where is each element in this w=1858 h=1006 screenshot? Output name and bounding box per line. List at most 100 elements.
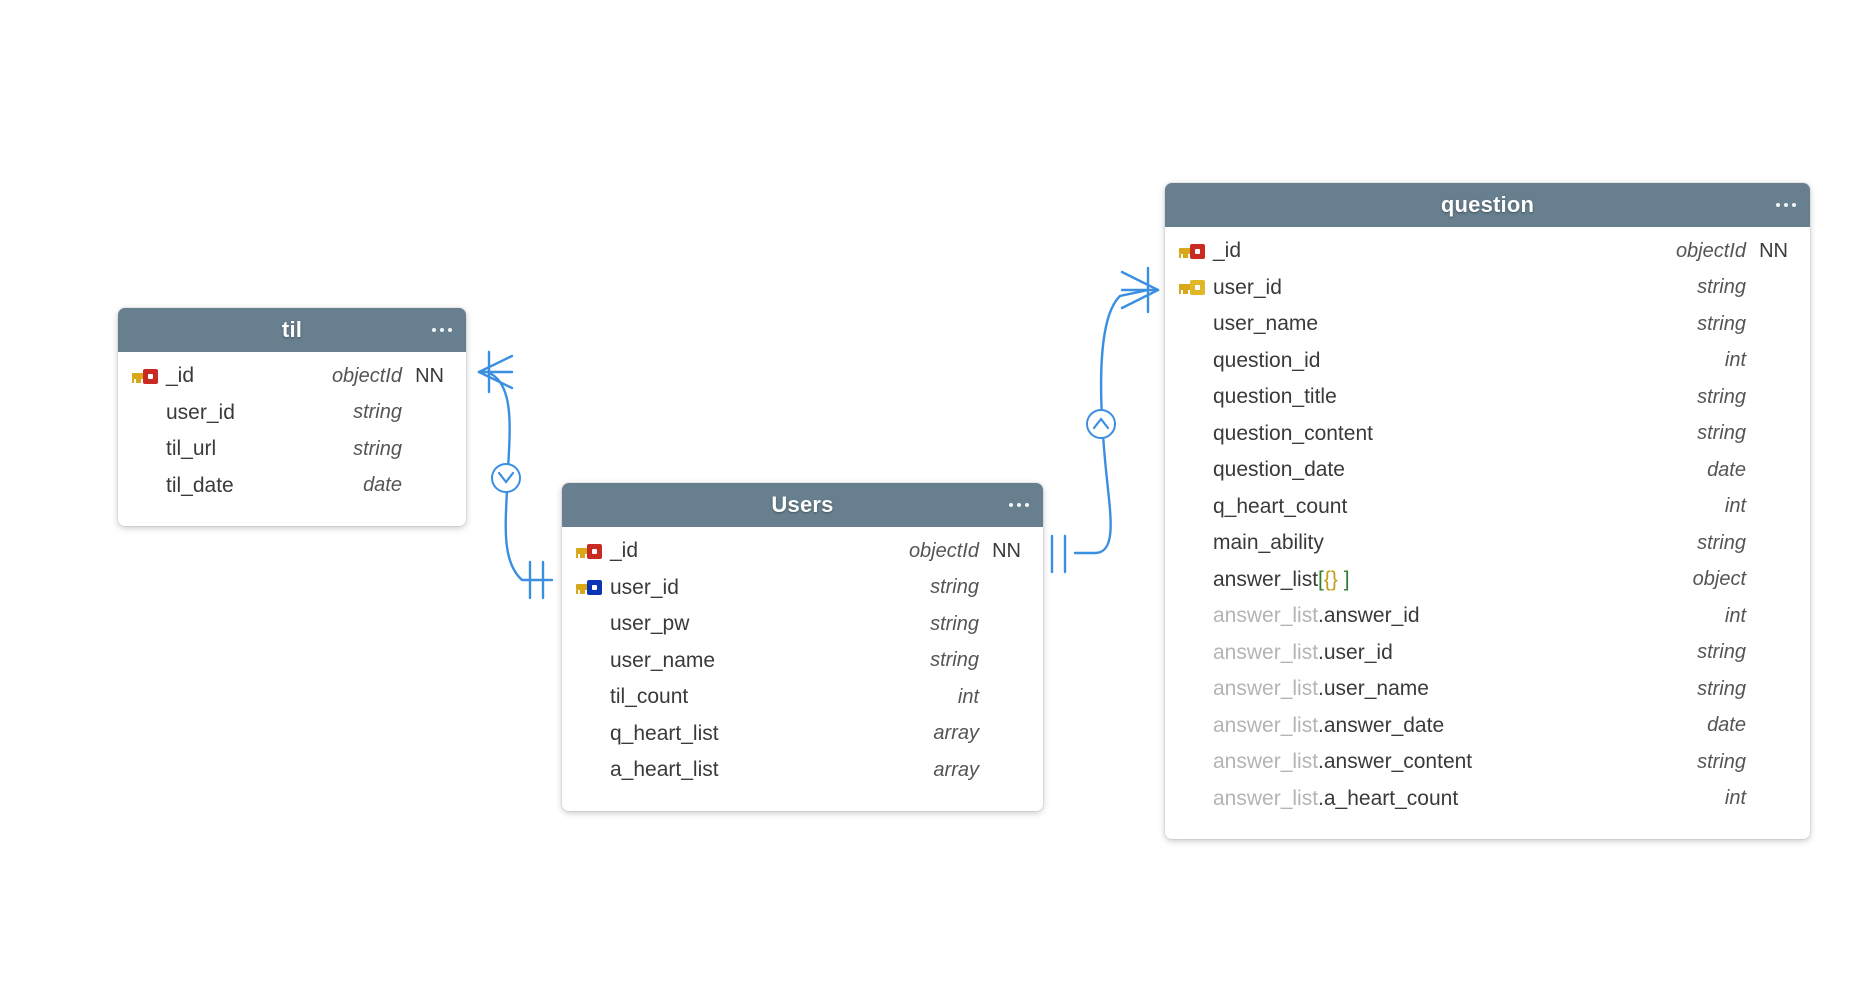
field-type: string — [930, 649, 979, 672]
field-name: answer_list.answer_content — [1213, 750, 1473, 774]
entity-body: _idobjectIdNNuser_idstringNNuser_pwstrin… — [562, 527, 1043, 811]
field-type: string — [1697, 422, 1746, 445]
entity-body: _idobjectIdNNuser_idstringNNtil_urlstrin… — [118, 352, 466, 526]
entity-field-row[interactable]: user_idstringNN — [118, 395, 466, 432]
key-slot — [1179, 243, 1213, 259]
overflow-menu-icon[interactable] — [1776, 203, 1796, 207]
field-type: int — [957, 685, 979, 708]
field-not-null: NN — [415, 364, 444, 387]
field-name: til_count — [610, 685, 689, 709]
field-name: user_id — [166, 400, 235, 424]
field-type: date — [1707, 714, 1746, 737]
field-name: q_heart_list — [610, 721, 719, 745]
entity-table-question[interactable]: question _id objectId NN user_idstringNNuser… — [1165, 183, 1810, 839]
field-name: _id — [166, 364, 195, 388]
entity-field-row[interactable]: _id objectId NN — [562, 533, 1043, 570]
field-name: answer_list.answer_date — [1213, 713, 1445, 737]
field-name: user_pw — [610, 612, 690, 636]
crowsfoot-question — [1120, 266, 1160, 314]
entity-field-row[interactable]: a_heart_listarrayNN — [562, 752, 1043, 789]
entity-field-row[interactable]: answer_list.user_idstringNN — [1165, 635, 1810, 672]
field-type: string — [1697, 531, 1746, 554]
overflow-menu-icon[interactable] — [432, 328, 452, 332]
entity-field-row[interactable]: answer_list.answer_contentstringNN — [1165, 744, 1810, 781]
field-type: int — [1724, 495, 1746, 518]
entity-header-users[interactable]: Users — [562, 483, 1043, 527]
field-type: string — [1697, 641, 1746, 664]
field-type: string — [1697, 750, 1746, 773]
entity-field-row[interactable]: user_namestringNN — [1165, 306, 1810, 343]
field-type: objectId — [1675, 239, 1746, 262]
entity-field-row[interactable]: user_idstringNN — [1165, 270, 1810, 307]
field-name: _id — [1213, 239, 1242, 263]
relationship-line-users-question — [1073, 288, 1150, 555]
entity-field-row[interactable]: main_abilitystringNN — [1165, 525, 1810, 562]
field-name: _id — [610, 539, 639, 563]
crowsfoot-til — [477, 350, 514, 394]
key-slot — [576, 543, 610, 559]
field-name: a_heart_list — [610, 758, 719, 782]
field-type: string — [353, 437, 402, 460]
entity-body: _id objectId NN user_idstringNNuser_namestr… — [1165, 227, 1810, 839]
entity-header-til[interactable]: til — [118, 308, 466, 352]
entity-field-row[interactable]: user_pwstringNN — [562, 606, 1043, 643]
entity-field-row[interactable]: q_heart_listarrayNN — [562, 716, 1043, 753]
field-not-null: NN — [992, 539, 1021, 562]
field-type: int — [1724, 349, 1746, 372]
field-name: user_name — [610, 648, 716, 672]
entity-table-users[interactable]: Users _id objectId NN user_idstringNN user_pw… — [562, 483, 1043, 811]
field-name: answer_list[{} ] — [1213, 567, 1350, 591]
key-slot — [1179, 280, 1213, 296]
entity-field-row[interactable]: answer_list.answer_idintNN — [1165, 598, 1810, 635]
field-name: answer_list.answer_id — [1213, 604, 1420, 628]
index-key-icon — [1179, 280, 1205, 296]
entity-field-row[interactable]: question_datedateNN — [1165, 452, 1810, 489]
field-type: string — [1697, 312, 1746, 335]
field-type: date — [1707, 458, 1746, 481]
field-name: answer_list.user_name — [1213, 677, 1429, 701]
field-type: int — [1724, 787, 1746, 810]
entity-field-row[interactable]: question_idintNN — [1165, 343, 1810, 380]
entity-field-row[interactable]: til_datedateNN — [118, 468, 466, 505]
entity-field-row[interactable]: til_urlstringNN — [118, 431, 466, 468]
field-not-null: NN — [1759, 239, 1788, 262]
field-type: objectId — [908, 539, 979, 562]
onemark-users-question — [1050, 534, 1067, 574]
entity-field-row[interactable]: answer_list.a_heart_countintNN — [1165, 781, 1810, 818]
entity-field-row[interactable]: user_namestringNN — [562, 643, 1043, 680]
entity-field-row[interactable]: til_countintNN — [562, 679, 1043, 716]
overflow-menu-icon[interactable] — [1009, 503, 1029, 507]
entity-table-til[interactable]: til_idobjectIdNNuser_idstringNNtil_urlst… — [118, 308, 466, 526]
field-type: string — [930, 576, 979, 599]
entity-title: question — [1440, 192, 1535, 217]
entity-field-row[interactable]: question_contentstringNN — [1165, 416, 1810, 453]
chevron-up-icon[interactable] — [1086, 409, 1116, 439]
primary-key-icon — [132, 368, 158, 384]
field-name: til_url — [166, 437, 217, 461]
entity-field-row[interactable]: answer_list.user_namestringNN — [1165, 671, 1810, 708]
field-name: main_ability — [1213, 531, 1324, 555]
field-name: question_title — [1213, 385, 1337, 409]
field-name: answer_list.user_id — [1213, 640, 1393, 664]
field-name: user_id — [1213, 275, 1282, 299]
entity-field-row[interactable]: answer_list.answer_datedateNN — [1165, 708, 1810, 745]
chevron-down-icon[interactable] — [491, 463, 521, 493]
entity-title: til — [281, 317, 303, 342]
field-type: array — [933, 722, 979, 745]
field-name: question_content — [1213, 421, 1373, 445]
field-type: array — [933, 758, 979, 781]
field-name: answer_list.a_heart_count — [1213, 786, 1459, 810]
field-type: string — [353, 401, 402, 424]
entity-field-row[interactable]: _id objectId NN — [1165, 233, 1810, 270]
relationship-users-question — [1050, 266, 1160, 574]
entity-field-row[interactable]: answer_list[{} ]objectNN — [1165, 562, 1810, 599]
entity-header-question[interactable]: question — [1165, 183, 1810, 227]
entity-field-row[interactable]: q_heart_countintNN — [1165, 489, 1810, 526]
entity-field-row[interactable]: user_idstringNN — [562, 570, 1043, 607]
field-type: string — [930, 612, 979, 635]
entity-title: Users — [771, 492, 834, 517]
entity-field-row[interactable]: question_titlestringNN — [1165, 379, 1810, 416]
index-key-icon — [576, 580, 602, 596]
